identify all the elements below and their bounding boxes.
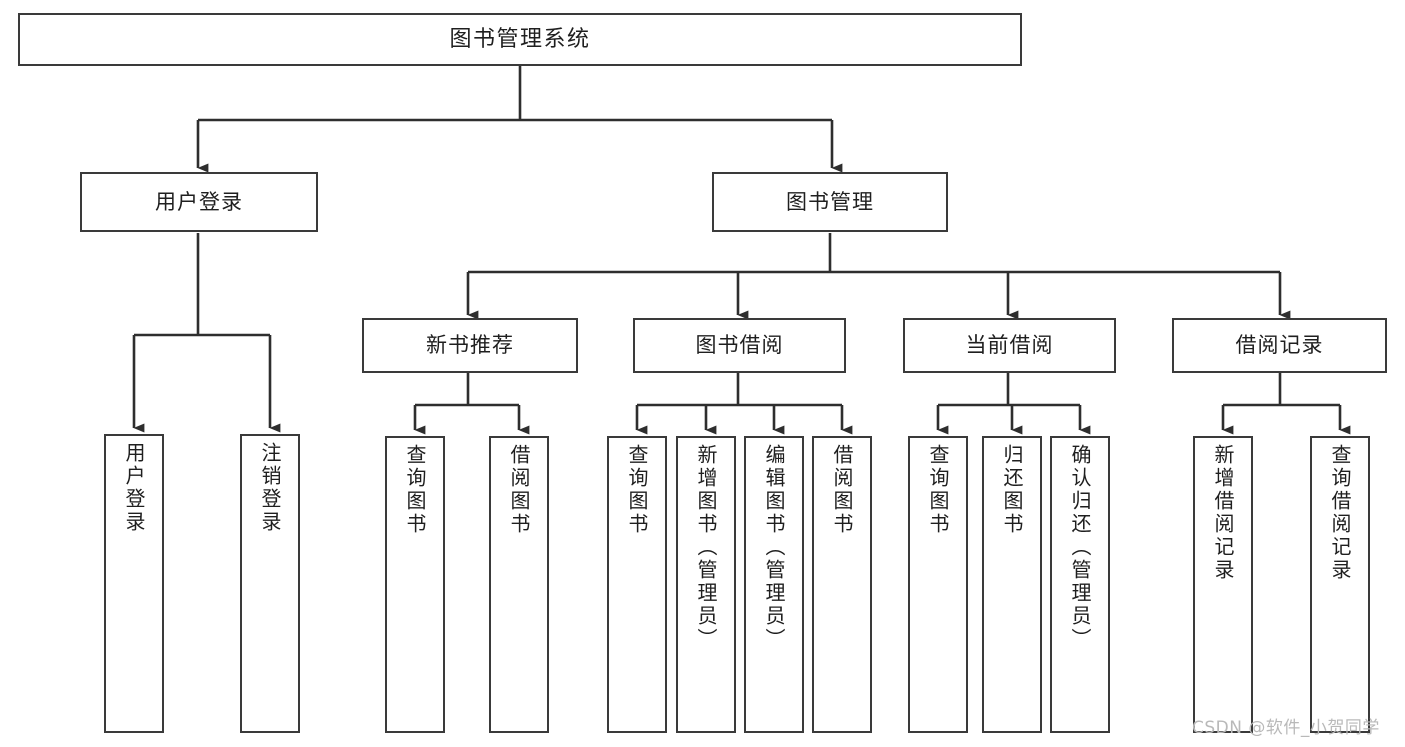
leaf-add-book-admin-label: 新增图书（管理员） [694, 444, 718, 651]
leaf-borrow-book[interactable]: 借阅图书 [812, 436, 872, 733]
node-new-book-recommend-label: 新书推荐 [426, 333, 514, 358]
node-root-system-label: 图书管理系统 [449, 26, 591, 52]
leaf-logout-label: 注销登录 [258, 442, 282, 534]
node-borrow-record[interactable]: 借阅记录 [1172, 318, 1387, 373]
leaf-confirm-return-admin-label: 确认归还（管理员） [1068, 444, 1092, 651]
leaf-edit-book-admin-label: 编辑图书（管理员） [762, 444, 786, 651]
node-borrow-record-label: 借阅记录 [1235, 333, 1324, 358]
node-book-borrow[interactable]: 图书借阅 [633, 318, 846, 373]
node-current-borrow[interactable]: 当前借阅 [903, 318, 1116, 373]
node-user-login-label: 用户登录 [155, 189, 243, 214]
leaf-user-login-label: 用户登录 [122, 442, 146, 534]
leaf-query-book-borrow-label: 查询图书 [625, 444, 649, 536]
node-book-borrow-label: 图书借阅 [695, 333, 784, 358]
leaf-borrow-book-newbook[interactable]: 借阅图书 [489, 436, 549, 733]
node-new-book-recommend[interactable]: 新书推荐 [362, 318, 578, 373]
csdn-watermark: CSDN @软件_小贺同学 [1192, 718, 1380, 738]
leaf-query-book-newbook-label: 查询图书 [403, 444, 427, 536]
node-book-management-label: 图书管理 [786, 189, 874, 214]
leaf-edit-book-admin[interactable]: 编辑图书（管理员） [744, 436, 804, 733]
leaf-borrow-book-newbook-label: 借阅图书 [507, 444, 531, 536]
leaf-query-book-newbook[interactable]: 查询图书 [385, 436, 445, 733]
leaf-add-book-admin[interactable]: 新增图书（管理员） [676, 436, 736, 733]
leaf-confirm-return-admin[interactable]: 确认归还（管理员） [1050, 436, 1110, 733]
leaf-query-borrow-record-label: 查询借阅记录 [1328, 444, 1352, 582]
leaf-return-book[interactable]: 归还图书 [982, 436, 1042, 733]
leaf-query-book-current[interactable]: 查询图书 [908, 436, 968, 733]
leaf-add-borrow-record[interactable]: 新增借阅记录 [1193, 436, 1253, 733]
node-user-login[interactable]: 用户登录 [80, 172, 318, 232]
node-root-system[interactable]: 图书管理系统 [18, 13, 1022, 66]
leaf-add-borrow-record-label: 新增借阅记录 [1211, 444, 1235, 582]
leaf-query-book-current-label: 查询图书 [926, 444, 950, 536]
node-book-management[interactable]: 图书管理 [712, 172, 948, 232]
leaf-query-book-borrow[interactable]: 查询图书 [607, 436, 667, 733]
leaf-query-borrow-record[interactable]: 查询借阅记录 [1310, 436, 1370, 733]
leaf-user-login[interactable]: 用户登录 [104, 434, 164, 733]
leaf-return-book-label: 归还图书 [1000, 444, 1024, 536]
node-current-borrow-label: 当前借阅 [965, 333, 1054, 358]
leaf-borrow-book-label: 借阅图书 [830, 444, 854, 536]
leaf-logout[interactable]: 注销登录 [240, 434, 300, 733]
